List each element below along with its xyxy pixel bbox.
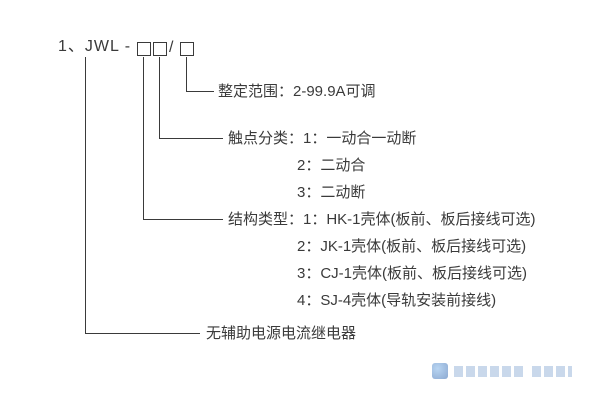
connector-h-contact <box>159 138 223 139</box>
model-box-range <box>180 42 194 56</box>
label-contact-type: 触点分类：1：一动合一动断 <box>228 130 417 147</box>
label-structure-option-2: 2：JK-1壳体(板前、板后接线可选) <box>297 238 527 255</box>
watermark-logo-icon <box>432 363 448 379</box>
model-box-contact <box>153 42 167 56</box>
model-prefix: 1、JWL - <box>58 38 132 55</box>
connector-v-range <box>186 57 187 91</box>
label-relay-name: 无辅助电源电流继电器 <box>206 325 357 342</box>
connector-h-relay <box>85 333 200 334</box>
label-setting-range: 整定范围：2-99.9A可调 <box>218 83 376 100</box>
label-structure-option-4: 4：SJ-4壳体(导轨安装前接线) <box>297 292 497 309</box>
watermark-text-bar <box>454 365 526 377</box>
connector-h-structure <box>143 219 223 220</box>
watermark-text-bar <box>532 365 572 377</box>
connector-v-relay <box>85 57 86 333</box>
connector-v-contact <box>159 57 160 138</box>
watermark <box>432 363 572 379</box>
label-contact-option-3: 3：二动断 <box>297 184 366 201</box>
model-slash: / <box>169 39 174 56</box>
connector-h-range <box>186 91 214 92</box>
model-box-structure <box>137 42 151 56</box>
label-structure-option-3: 3：CJ-1壳体(板前、板后接线可选) <box>297 265 528 282</box>
label-contact-option-2: 2：二动合 <box>297 157 366 174</box>
label-structure-type: 结构类型：1：HK-1壳体(板前、板后接线可选) <box>228 211 536 228</box>
connector-v-structure <box>143 57 144 219</box>
